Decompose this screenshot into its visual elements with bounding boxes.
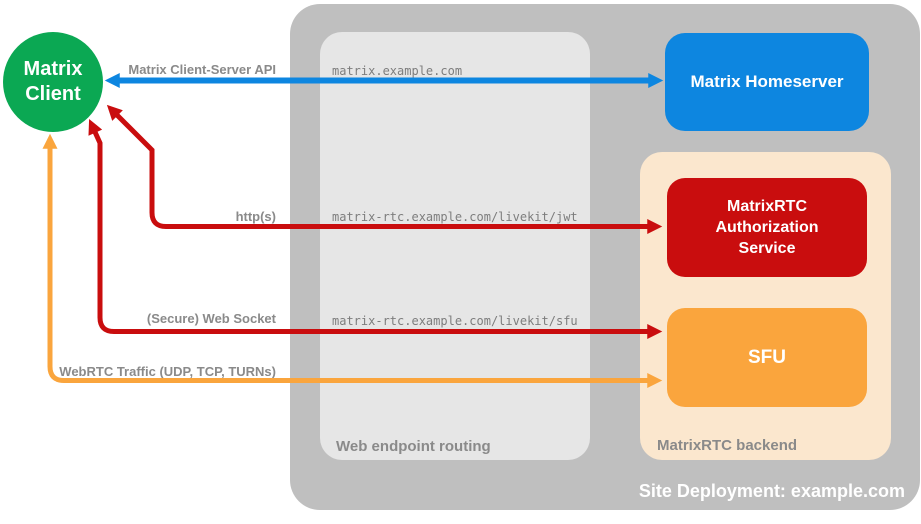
websocket-sfu-arrow-label: (Secure) Web Socket	[146, 311, 276, 326]
web-endpoint-routing-box	[320, 32, 590, 460]
auth-service-label: MatrixRTC Authorization Service	[715, 198, 819, 257]
endpoint-matrix-example-com: matrix.example.com	[332, 64, 463, 78]
sfu-label: SFU	[748, 346, 786, 368]
site-deployment-label: Site Deployment: example.com	[638, 481, 905, 501]
web-endpoint-routing-label: Web endpoint routing	[336, 438, 491, 455]
matrix-homeserver-label: Matrix Homeserver	[690, 72, 844, 91]
matrix-client-label: Matrix Client	[23, 58, 83, 105]
endpoint-livekit-jwt: matrix-rtc.example.com/livekit/jwt	[332, 210, 578, 224]
matrix-homeserver-node: Matrix Homeserver	[665, 33, 869, 131]
sfu-node: SFU	[667, 308, 867, 407]
webrtc-traffic-arrow-label: WebRTC Traffic (UDP, TCP, TURNs)	[59, 364, 276, 379]
matrix-client-node: Matrix Client	[3, 32, 103, 132]
endpoint-livekit-sfu: matrix-rtc.example.com/livekit/sfu	[332, 314, 578, 328]
client-server-api-arrow-label: Matrix Client-Server API	[128, 62, 276, 77]
matrixrtc-backend-label: MatrixRTC backend	[657, 437, 798, 454]
http-jwt-arrow-label: http(s)	[235, 209, 276, 224]
auth-service-node: MatrixRTC Authorization Service	[667, 178, 867, 277]
